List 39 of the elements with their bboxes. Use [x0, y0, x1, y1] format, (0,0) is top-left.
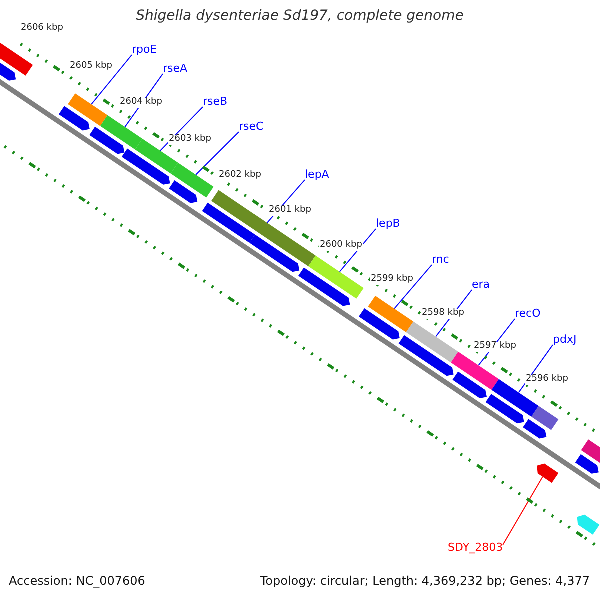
gene-label: pdxJ [553, 334, 577, 346]
footer-text: Accession: NC_007606 [9, 575, 146, 588]
footer-text: Topology: circular; Length: 4,369,232 bp; Genes: 4,377 [260, 575, 590, 588]
gene-bar [170, 162, 214, 198]
scale-label: 2600 kbp [319, 241, 364, 251]
gene-label: rseB [203, 96, 228, 108]
scale-label: 2606 kbp [20, 24, 64, 34]
leader-line [394, 264, 432, 310]
scale-label: 2604 kbp [119, 98, 164, 108]
gene-label: recO [515, 308, 541, 320]
gene-label: rseA [163, 63, 188, 76]
scale-label: 2598 kbp [421, 309, 466, 319]
gene-bar [406, 322, 458, 363]
scale-label: 2597 kbp [473, 342, 518, 352]
gene-label: lepB [376, 218, 400, 230]
gene-label: SDY_2803 [448, 542, 504, 554]
gene-label: rseC [239, 121, 264, 134]
gene-bar [212, 190, 316, 266]
scale-label: 2603 kbp [168, 135, 212, 145]
scale-label: 2599 kbp [370, 275, 414, 285]
gene-bar [368, 296, 414, 332]
leader-line [196, 132, 240, 176]
scale-label: 2602 kbp [218, 171, 262, 181]
scale-label: 2601 kbp [268, 206, 312, 216]
gene-label: era [472, 279, 490, 292]
gene-label: rpoE [132, 44, 158, 56]
leader-line [502, 476, 544, 546]
leader-line [339, 228, 376, 272]
gene-label: rnc [432, 254, 450, 266]
scale-label: 2605 kbp [69, 62, 114, 72]
leader-line [91, 54, 132, 106]
gene-bar [451, 352, 499, 390]
gene-label: lepA [305, 169, 330, 182]
title: Shigella dysenteriae Sd197, complete genome [135, 9, 465, 24]
scale-label: 2596 kbp [525, 375, 570, 385]
gene-bar [68, 94, 108, 126]
gene-bar [100, 115, 142, 150]
gene-bar [308, 256, 364, 299]
gene-bar [537, 464, 559, 484]
